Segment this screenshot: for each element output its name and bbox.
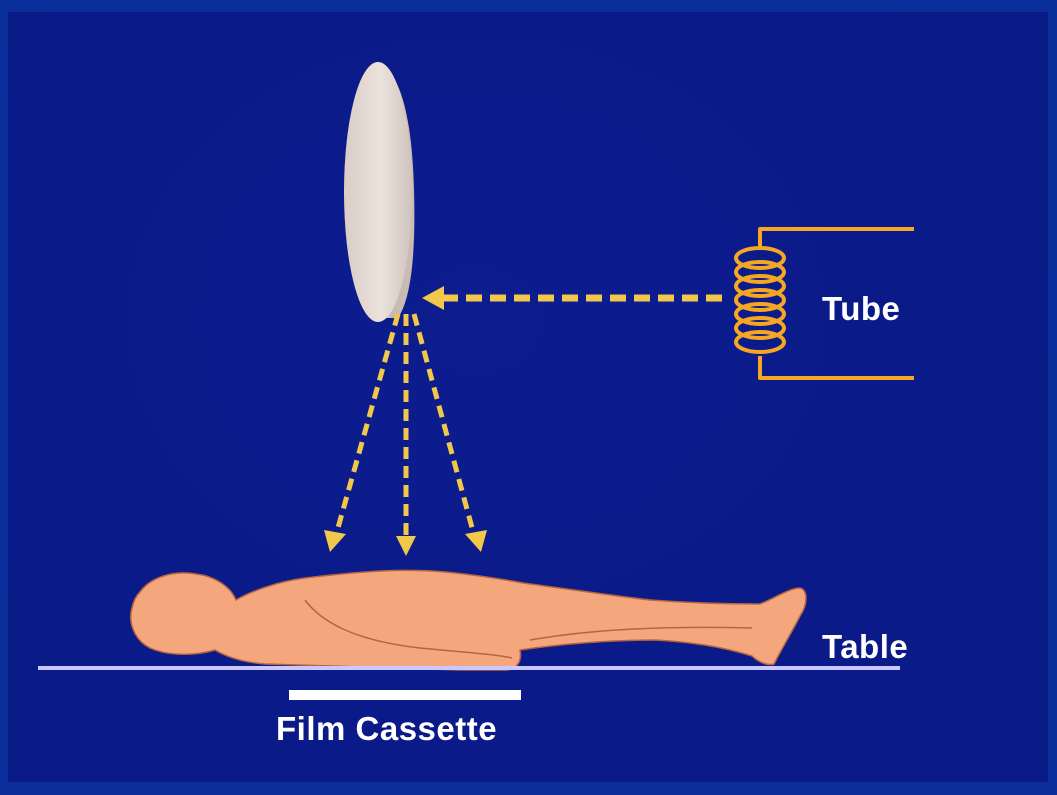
patient-leg-outline bbox=[529, 626, 753, 641]
filament-wire-bottom bbox=[758, 356, 914, 380]
anode-disc bbox=[344, 62, 415, 322]
film-cassette bbox=[289, 690, 521, 700]
xray-beam-left bbox=[333, 313, 401, 536]
tube-label: Tube bbox=[822, 290, 901, 327]
patient-body bbox=[130, 569, 807, 671]
coil-loop bbox=[734, 302, 786, 326]
coil-loop bbox=[734, 330, 786, 354]
electron-beam-arrow bbox=[422, 286, 722, 310]
table-label: Table bbox=[822, 628, 909, 665]
tube-filament bbox=[734, 227, 914, 380]
xray-beams bbox=[333, 313, 477, 540]
patient-arm-outline bbox=[304, 599, 513, 659]
xray-beam-arrowheads bbox=[324, 530, 487, 556]
coil-loop bbox=[734, 260, 786, 284]
xray-arrowhead-right bbox=[465, 530, 487, 552]
coil-loop bbox=[734, 246, 786, 270]
coil-loop bbox=[734, 288, 786, 312]
coil-loop bbox=[734, 274, 786, 298]
anode-face bbox=[344, 62, 412, 322]
filament-wire-top bbox=[758, 227, 914, 250]
film-cassette-label: Film Cassette bbox=[276, 710, 498, 747]
xray-arrowhead-left bbox=[324, 530, 346, 552]
electron-beam-arrowhead bbox=[422, 286, 444, 310]
patient-figure bbox=[130, 569, 807, 671]
coil-loop bbox=[734, 316, 786, 340]
xray-arrowhead-center bbox=[396, 536, 416, 556]
xray-beam-right bbox=[411, 313, 477, 536]
